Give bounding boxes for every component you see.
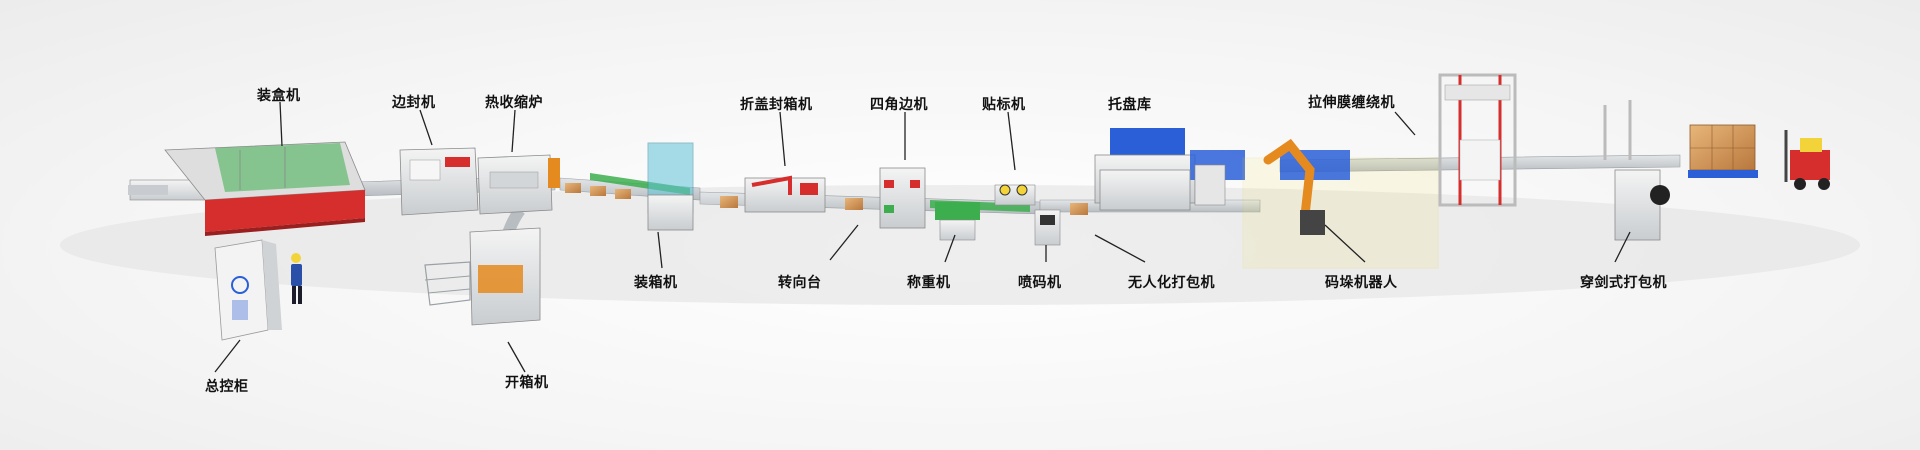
cartons-on-line — [565, 183, 1088, 215]
side-sealer-machine — [399, 147, 479, 216]
weigher-machine — [935, 202, 980, 241]
label-pallet-magazine: 托盘库 — [1108, 97, 1152, 113]
label-turning-table: 转向台 — [778, 275, 822, 291]
forklift — [1784, 130, 1830, 190]
label-leader-lines — [214, 101, 1631, 373]
corner-sealer-machine — [879, 167, 926, 229]
control-cabinet — [214, 239, 282, 341]
shrink-tunnel-machine — [477, 154, 560, 215]
coder-machine — [1034, 209, 1061, 246]
label-corner-sealer: 四角边机 — [870, 97, 928, 113]
stretch-wrapper-machine — [1438, 73, 1517, 207]
auto-strapper-machine — [1099, 164, 1226, 211]
through-strapper-machine — [1603, 100, 1670, 241]
label-auto-strapper: 无人化打包机 — [1128, 275, 1215, 291]
label-cartoner: 装盒机 — [257, 88, 301, 104]
pallet-of-cartons — [1688, 124, 1758, 178]
cartoner-machine — [128, 141, 366, 236]
label-weigher: 称重机 — [907, 275, 951, 291]
labeler-machine — [994, 184, 1036, 206]
label-coder: 喷码机 — [1018, 275, 1062, 291]
case-erector-machine — [424, 227, 541, 326]
label-stretch-wrapper: 拉伸膜缠绕机 — [1308, 95, 1395, 111]
operator-figure — [291, 253, 302, 304]
label-case-packer: 装箱机 — [634, 275, 678, 291]
palletizing-robot — [1242, 138, 1439, 269]
label-folding-sealer: 折盖封箱机 — [740, 97, 813, 113]
label-shrink-tunnel: 热收缩炉 — [485, 95, 543, 111]
label-side-sealer: 边封机 — [392, 95, 436, 111]
folding-sealer-machine — [744, 175, 826, 213]
case-packer-machine — [647, 142, 694, 231]
label-labeler: 贴标机 — [982, 97, 1026, 113]
label-case-erector: 开箱机 — [505, 375, 549, 391]
label-control-cabinet: 总控柜 — [205, 379, 249, 395]
label-through-strapper: 穿剑式打包机 — [1580, 275, 1667, 291]
label-palletizing-robot: 码垛机器人 — [1325, 275, 1398, 291]
